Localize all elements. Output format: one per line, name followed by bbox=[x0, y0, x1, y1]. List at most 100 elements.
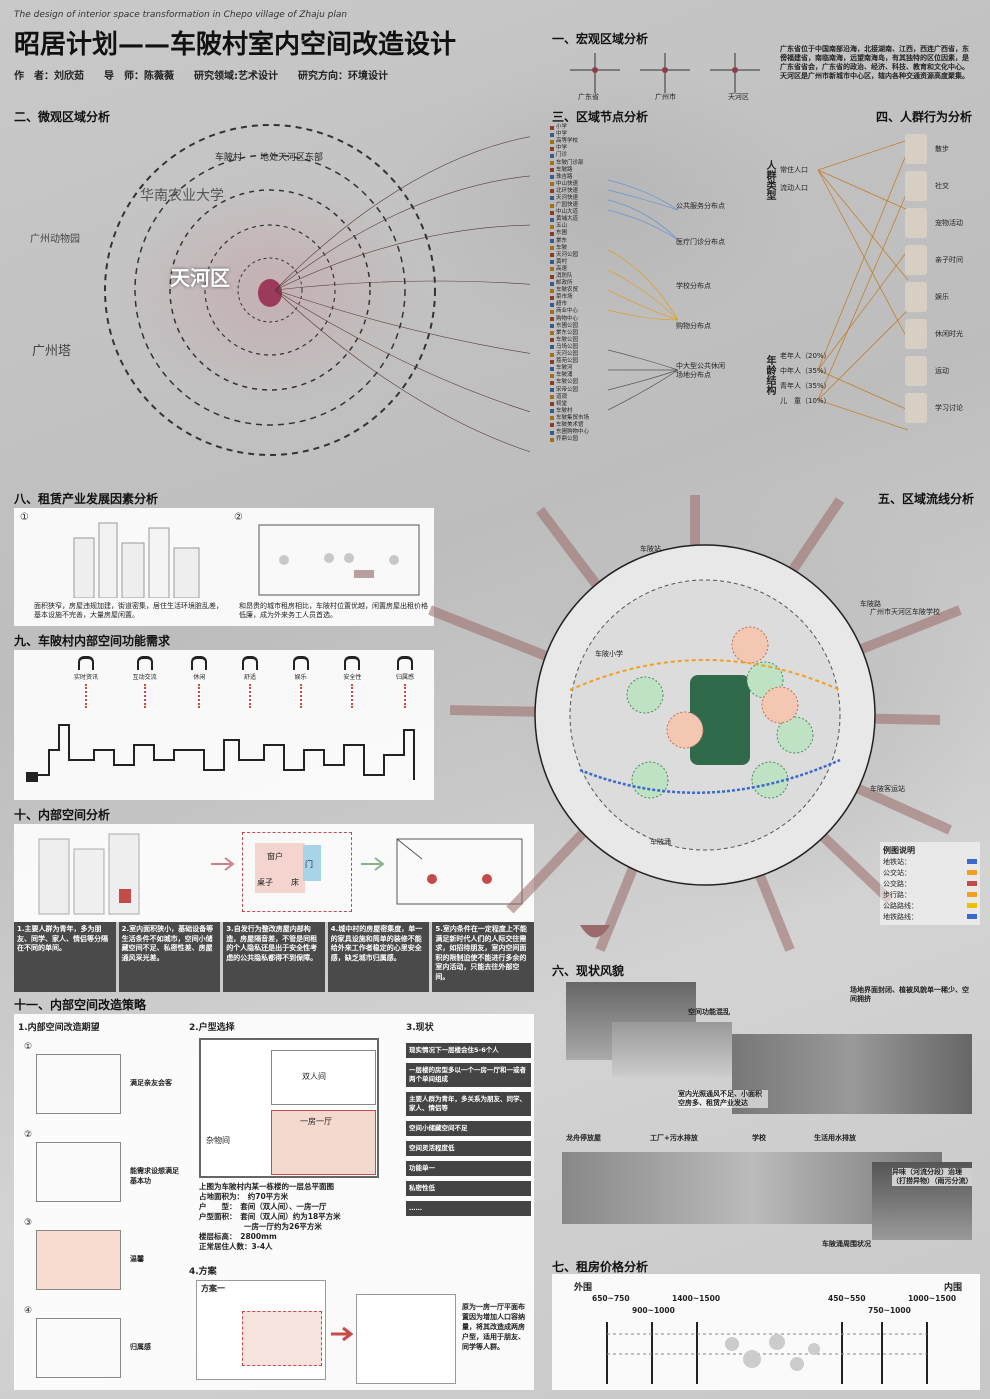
interior-panel: 窗户 门 桌子 床 bbox=[14, 824, 534, 922]
legend-swatch bbox=[967, 914, 977, 919]
node-marker bbox=[550, 338, 554, 343]
page-title: 昭居计划——车陂村室内空间改造设计 bbox=[14, 30, 457, 60]
floor-plan-double-room: 双人间 bbox=[271, 1050, 376, 1105]
plan-label-window: 窗户 bbox=[267, 852, 283, 861]
expect-cube bbox=[36, 1318, 121, 1378]
node-label: 车陂公园 bbox=[556, 336, 579, 343]
expect-label: 满足亲友会客 bbox=[130, 1079, 172, 1087]
status-item: …… bbox=[406, 1201, 531, 1216]
node-label: 北环快速 bbox=[556, 187, 579, 194]
node-label: 车陂河 bbox=[556, 365, 573, 372]
legend-label: 地铁路线： bbox=[883, 912, 918, 921]
expect-index: ④ bbox=[24, 1306, 33, 1316]
node-marker bbox=[550, 203, 554, 208]
node-marker bbox=[550, 324, 554, 329]
status-caption-5: 工厂+污水排放 bbox=[650, 1134, 698, 1142]
node-item: 车陂 bbox=[550, 245, 610, 252]
behavior-list: 散步社交宠物活动亲子时间娱乐休闲时光运动学习讨论 bbox=[905, 130, 980, 426]
strategy-sub-1: 1.内部空间改造期望 bbox=[18, 1023, 100, 1033]
node-item: 宋帝公园 bbox=[550, 386, 610, 393]
rental-people-illustration bbox=[258, 524, 420, 596]
node-marker bbox=[550, 125, 554, 130]
micro-label-university: 华南农业大学 bbox=[140, 188, 224, 204]
node-item: 超市 bbox=[550, 301, 610, 308]
node-item: 车陂农贸 bbox=[550, 287, 610, 294]
node-type-resident: 常住人口 bbox=[780, 166, 808, 174]
node-label: 天河快速 bbox=[556, 194, 579, 201]
need-item: 娱乐 bbox=[292, 656, 309, 708]
node-label: 门诊 bbox=[556, 152, 568, 159]
node-item: 菜市场 bbox=[550, 294, 610, 301]
node-label: 车陂 bbox=[556, 244, 568, 251]
legend-item: 地铁站： bbox=[883, 856, 977, 867]
need-dots bbox=[198, 684, 201, 708]
need-label: 实时资讯 bbox=[74, 674, 99, 681]
people-icon bbox=[136, 656, 153, 670]
node-item: 马场公园 bbox=[550, 344, 610, 351]
need-label: 归属感 bbox=[395, 674, 414, 681]
node-marker bbox=[550, 161, 554, 166]
rental-text-1: 面积狭窄，房屋违规加建，街道密集，居住生活环境脏乱差，基本设施不完善，大量房屋闲… bbox=[34, 602, 223, 619]
expect-label: 温馨 bbox=[130, 1255, 144, 1263]
status-item: 私密性低 bbox=[406, 1181, 531, 1196]
plan-label-table: 桌子 bbox=[257, 878, 273, 887]
node-item: 荔苑公园 bbox=[550, 358, 610, 365]
node-mid-type: 人群类型 bbox=[764, 160, 775, 200]
belonging-icon bbox=[396, 656, 413, 670]
node-item: 消防队 bbox=[550, 273, 610, 280]
node-marker bbox=[550, 267, 554, 272]
section-status-title: 六、现状风貌 bbox=[552, 964, 625, 978]
behavior-label: 宠物活动 bbox=[935, 218, 963, 227]
node-item: 车陂河 bbox=[550, 365, 610, 372]
node-item: 车陂美术馆 bbox=[550, 422, 610, 429]
legend-swatch bbox=[967, 859, 977, 864]
needs-row: 实时资讯互动交流休闲舒适娱乐安全性归属感 bbox=[74, 656, 414, 708]
scheme-arrow bbox=[331, 1326, 354, 1342]
legend-swatch bbox=[967, 892, 977, 897]
node-item: 乔鼎公园 bbox=[550, 436, 610, 443]
node-marker bbox=[550, 281, 554, 286]
header: The design of interior space transformat… bbox=[14, 10, 534, 82]
node-item: 车陂路 bbox=[550, 167, 610, 174]
node-label: 小学 bbox=[556, 124, 568, 131]
node-item: 购物中心 bbox=[550, 316, 610, 323]
node-label: 车陂美术馆 bbox=[556, 421, 584, 428]
need-item: 互动交流 bbox=[133, 656, 157, 708]
node-marker bbox=[550, 366, 554, 371]
node-label: 车陂农贸 bbox=[556, 287, 579, 294]
node-item: 广园快速 bbox=[550, 202, 610, 209]
node-marker bbox=[550, 175, 554, 180]
expect-index: ② bbox=[24, 1130, 33, 1140]
node-marker bbox=[550, 217, 554, 222]
node-group-4: 购物分布点 bbox=[676, 322, 711, 330]
status-photo-2 bbox=[612, 1022, 732, 1077]
node-label: 黄埔大道 bbox=[556, 216, 579, 223]
status-caption-3: 室内光照通风不足、小面积空房多、租赁产业发达 bbox=[678, 1090, 768, 1108]
node-item: 车陂公园 bbox=[550, 337, 610, 344]
status-panel: 空间功能混乱 场地界面封闭、植被风貌单一稀少、空间拥挤 室内光照通风不足、小面积… bbox=[552, 982, 980, 1250]
section-behavior-title: 四、人群行为分析 bbox=[876, 110, 973, 124]
need-item: 舒适 bbox=[242, 656, 258, 708]
interior-room-sketch bbox=[396, 838, 523, 905]
node-marker bbox=[550, 302, 554, 307]
node-marker bbox=[550, 274, 554, 279]
need-label: 休闲 bbox=[193, 674, 206, 681]
node-marker bbox=[550, 260, 554, 265]
behavior-label: 散步 bbox=[935, 144, 949, 153]
node-marker bbox=[550, 331, 554, 336]
need-dots bbox=[85, 684, 87, 708]
micro-label-tianhe: 天河区 bbox=[170, 266, 230, 290]
rent-range-3: 1400~1500 bbox=[672, 1294, 721, 1303]
status-caption-9: 车陂涌周围状况 bbox=[822, 1240, 871, 1248]
scheme-description: 原为一房一厅平面布置因为增加人口容纳量，将其改造成两房户型，适用于朋友、同学等人… bbox=[462, 1303, 525, 1351]
rental-index-1: ① bbox=[20, 512, 29, 523]
rent-range-6: 1000~1500 bbox=[908, 1294, 957, 1303]
expect-index: ③ bbox=[24, 1218, 33, 1228]
rent-range-1: 650~750 bbox=[592, 1294, 630, 1303]
plan-label-bed: 床 bbox=[291, 878, 299, 887]
section-rent-title: 七、租房价格分析 bbox=[552, 1260, 649, 1274]
rent-range-5: 750~1000 bbox=[868, 1306, 911, 1315]
node-marker bbox=[550, 437, 554, 442]
legend-label: 公路路线： bbox=[883, 901, 918, 910]
